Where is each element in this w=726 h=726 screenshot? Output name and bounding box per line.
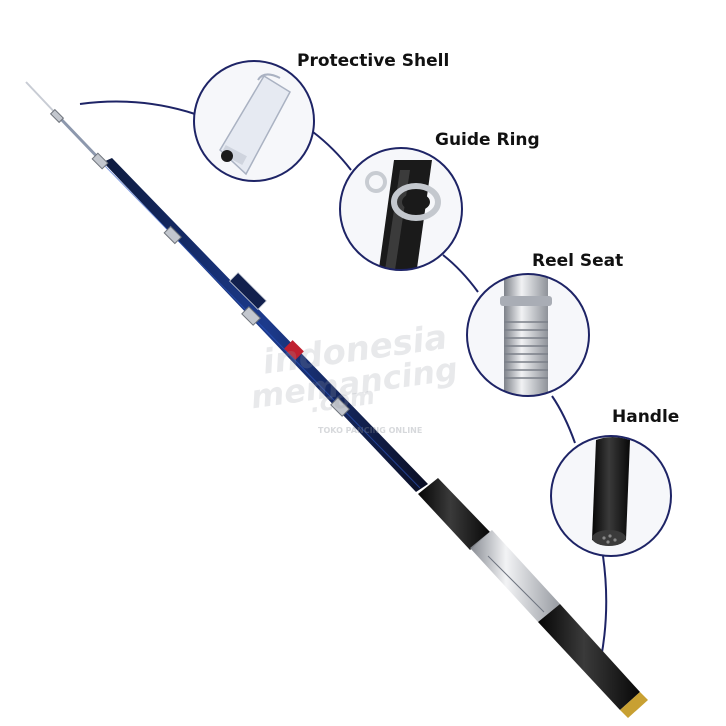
callout-guide-ring — [339, 147, 463, 271]
connector-shell — [79, 100, 196, 115]
rear-handle — [538, 604, 640, 710]
callout-protective-shell — [193, 60, 315, 182]
label-protective-shell: Protective Shell — [297, 51, 450, 71]
connector-guide-to-reel — [442, 254, 479, 293]
fore-grip — [418, 478, 490, 550]
label-reel-seat: Reel Seat — [532, 251, 624, 271]
guide-ring-2 — [91, 152, 109, 170]
protective-shell-tube — [219, 74, 291, 176]
reel-seat-barrel — [504, 274, 548, 396]
handle-end-cap — [592, 530, 626, 546]
guide-ring-3 — [163, 225, 182, 245]
connector-reel-to-handle — [551, 395, 576, 444]
callout-handle — [550, 435, 672, 557]
guide-ring-5 — [330, 397, 350, 417]
protective-shell-clip — [221, 150, 233, 162]
rod-guides — [49, 108, 350, 417]
callout-reel-seat — [466, 273, 590, 397]
butt-cap — [620, 692, 648, 718]
handle-grip — [592, 437, 630, 544]
guide-ring-4 — [241, 306, 261, 326]
guide-ring-1 — [49, 108, 65, 124]
watermark-tagline: TOKO PANCING ONLINE — [318, 426, 423, 435]
reel-seat-threads — [504, 321, 548, 379]
reel-seat — [470, 530, 560, 622]
label-handle: Handle — [612, 407, 680, 427]
guide-ring-side — [365, 171, 387, 193]
guide-ring-eye — [391, 183, 441, 221]
connector-shell-to-guide — [312, 131, 352, 171]
label-guide-ring: Guide Ring — [435, 130, 540, 150]
fishing-rod — [25, 81, 648, 718]
